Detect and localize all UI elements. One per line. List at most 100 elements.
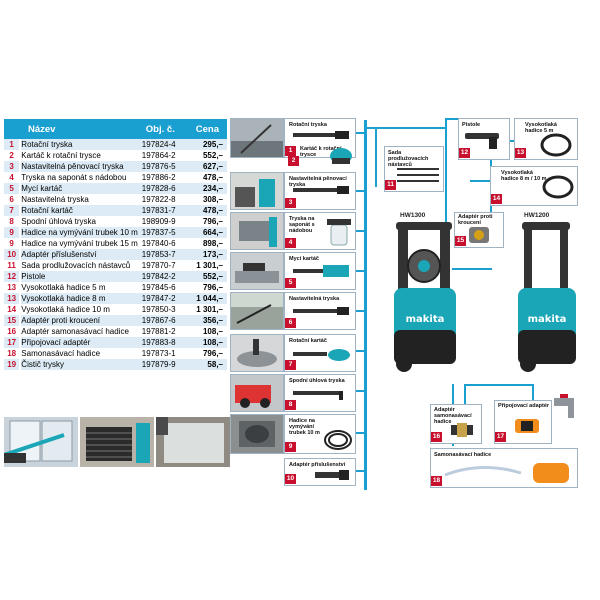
accessory-number: 18	[431, 476, 442, 486]
cell-num: 11	[4, 260, 22, 271]
accessory-number: 15	[455, 236, 466, 246]
cell-code: 197837-5	[137, 227, 189, 238]
accessory-label: Hadice na vymývání trubek 10 m	[289, 418, 320, 436]
pressure-washer-hw1300: makita	[394, 222, 456, 372]
cell-price: 664,–	[188, 227, 227, 238]
brand-logo: makita	[528, 314, 567, 325]
accessory-number: 5	[285, 278, 296, 288]
cell-name: Spodní úhlová tryska	[20, 216, 138, 227]
accessory-number: 1	[285, 146, 296, 156]
accessory-number: 17	[495, 432, 506, 442]
accessory-8: Spodní úhlová tryska 8	[284, 374, 356, 412]
connector	[532, 384, 534, 400]
wash-brush-icon	[293, 265, 349, 277]
photo-tile-7	[230, 334, 284, 372]
cell-price: 58,–	[188, 359, 227, 370]
cell-code: 197873-1	[137, 348, 189, 359]
cell-name: Nastavitelná tryska	[20, 194, 138, 205]
accessory-15: Adaptér proti kroucení 15	[454, 212, 504, 248]
connector	[354, 230, 365, 232]
cell-price: 552,–	[188, 150, 227, 161]
accessory-3: Nastavitelná pěnovací tryska 3	[284, 172, 356, 210]
cell-price: 108,–	[188, 326, 227, 337]
cell-price: 552,–	[188, 271, 227, 282]
cell-num: 14	[4, 304, 22, 315]
cell-name: Adaptér příslušenství	[20, 249, 138, 260]
cell-code: 197822-8	[137, 194, 189, 205]
accessory-number: 3	[285, 198, 296, 208]
accessory-label: Nastavitelná tryska	[289, 296, 340, 302]
accessory-label: Nastavitelná pěnovací tryska	[289, 176, 347, 188]
photo-tile-1	[230, 118, 284, 158]
cell-name: Nastavitelná pěnovací tryska	[20, 161, 138, 172]
accessory-label: Mycí kartáč	[289, 256, 319, 262]
rotary-brush-icon	[293, 349, 350, 361]
accessory-number: 9	[285, 442, 296, 452]
cell-name: Hadice na vymývání trubek 15 m	[20, 238, 138, 249]
accessory-14: Vysokotlaká hadice 8 m / 10 m 14	[490, 166, 578, 206]
connector	[445, 118, 447, 268]
cell-num: 8	[4, 216, 22, 227]
cell-num: 9	[4, 227, 22, 238]
connector	[375, 127, 377, 187]
accessory-label: Vysokotlaká hadice 5 m	[525, 122, 557, 134]
accessory-label: Samonasávací hadice	[434, 452, 492, 458]
cell-code: 197842-2	[137, 271, 189, 282]
header-code: Obj. č.	[137, 119, 189, 139]
hose-coil-icon	[324, 430, 352, 450]
cell-code: 197883-8	[137, 337, 189, 348]
connector	[375, 127, 445, 129]
accessory-label: Pistole	[462, 122, 481, 128]
photo-tile-9	[230, 414, 284, 454]
accessory-number: 12	[459, 148, 470, 158]
cell-code: 197845-6	[137, 282, 189, 293]
accessory-5: Mycí kartáč 5	[284, 252, 356, 290]
cell-name: Sada prodlužovacích nástavců	[20, 260, 138, 271]
cell-price: 478,–	[188, 172, 227, 183]
accessory-number: 13	[515, 148, 526, 158]
accessory-label: Spodní úhlová tryska	[289, 378, 345, 384]
connector	[365, 127, 375, 129]
accessory-number: 7	[285, 360, 296, 370]
cell-num: 9	[4, 238, 22, 249]
cell-num: 12	[4, 271, 22, 282]
cell-num: 17	[4, 337, 22, 348]
cell-name: Samonasávací hadice	[20, 348, 138, 359]
cell-code: 197879-9	[137, 359, 189, 370]
adjustable-nozzle-icon	[293, 307, 349, 315]
photo-spray-wall	[156, 417, 230, 467]
model-label-left: HW1300	[400, 212, 426, 219]
cell-code: 197886-2	[137, 172, 189, 183]
cell-price: 1 301,–	[188, 304, 227, 315]
cell-num: 13	[4, 282, 22, 293]
cell-code: 197881-2	[137, 326, 189, 337]
accessory-12: Pistole 12	[458, 118, 510, 160]
accessory-2: Kartáč k rotační trysce 2	[284, 142, 354, 166]
cell-code: 197828-6	[137, 183, 189, 194]
accessory-adapter-icon	[315, 470, 349, 480]
connector	[354, 350, 365, 352]
cell-name: Rotační tryska	[20, 139, 138, 150]
photo-tile-3	[230, 172, 284, 210]
cell-num: 1	[4, 139, 22, 150]
connector-main	[364, 120, 367, 490]
cell-code: 197870-7	[137, 260, 189, 271]
connector	[354, 132, 365, 134]
cell-num: 15	[4, 315, 22, 326]
spray-gun-icon	[465, 133, 499, 149]
accessory-label: Adaptér příslušenství	[289, 462, 346, 468]
cell-price: 478,–	[188, 205, 227, 216]
cell-name: Vysokotlaká hadice 5 m	[20, 282, 138, 293]
accessory-11: Sada prodlužovacích nástavců 11	[384, 146, 444, 192]
cell-price: 108,–	[188, 337, 227, 348]
cell-name: Adaptér samonasávací hadice	[20, 326, 138, 337]
connector	[445, 118, 460, 120]
accessory-label: Adaptér proti kroucení	[458, 214, 493, 226]
cell-num: 19	[4, 359, 22, 370]
